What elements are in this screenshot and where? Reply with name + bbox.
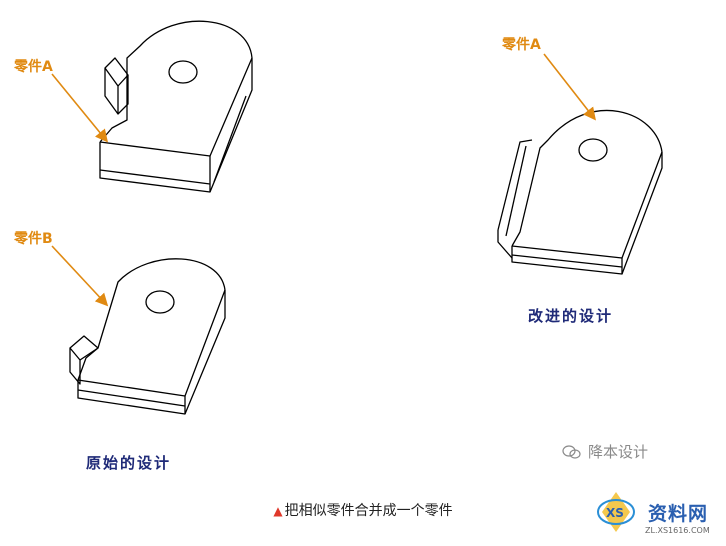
arrow-part-b-left	[51, 245, 109, 307]
caption-original-design: 原始的设计	[86, 454, 172, 472]
logo-monogram: XS	[606, 506, 624, 520]
triangle-icon: ▲	[273, 504, 283, 518]
watermark-text: 降本设计	[588, 443, 649, 461]
arrow-part-a-left	[51, 73, 109, 143]
wechat-icon	[562, 445, 581, 459]
site-logo-url: ZL.XS1616.COM	[645, 526, 710, 535]
site-logo-text: 资料网	[648, 503, 709, 525]
watermark: 降本设计	[562, 441, 648, 462]
caption-improved-design: 改进的设计	[528, 307, 614, 325]
part-merged-improved	[497, 109, 663, 275]
leader-arrows	[51, 53, 596, 307]
label-part-a-left: 零件A	[14, 59, 53, 75]
part-b-original	[69, 258, 226, 415]
footer-caption: ▲把相似零件合并成一个零件	[0, 500, 726, 520]
site-logo-emblem: XS	[597, 492, 635, 532]
footer-caption-text: 把相似零件合并成一个零件	[284, 503, 453, 519]
label-part-b-left: 零件B	[14, 231, 53, 247]
part-a-original	[99, 20, 253, 193]
arrow-part-a-right	[543, 53, 596, 121]
label-part-a-right: 零件A	[502, 37, 541, 53]
